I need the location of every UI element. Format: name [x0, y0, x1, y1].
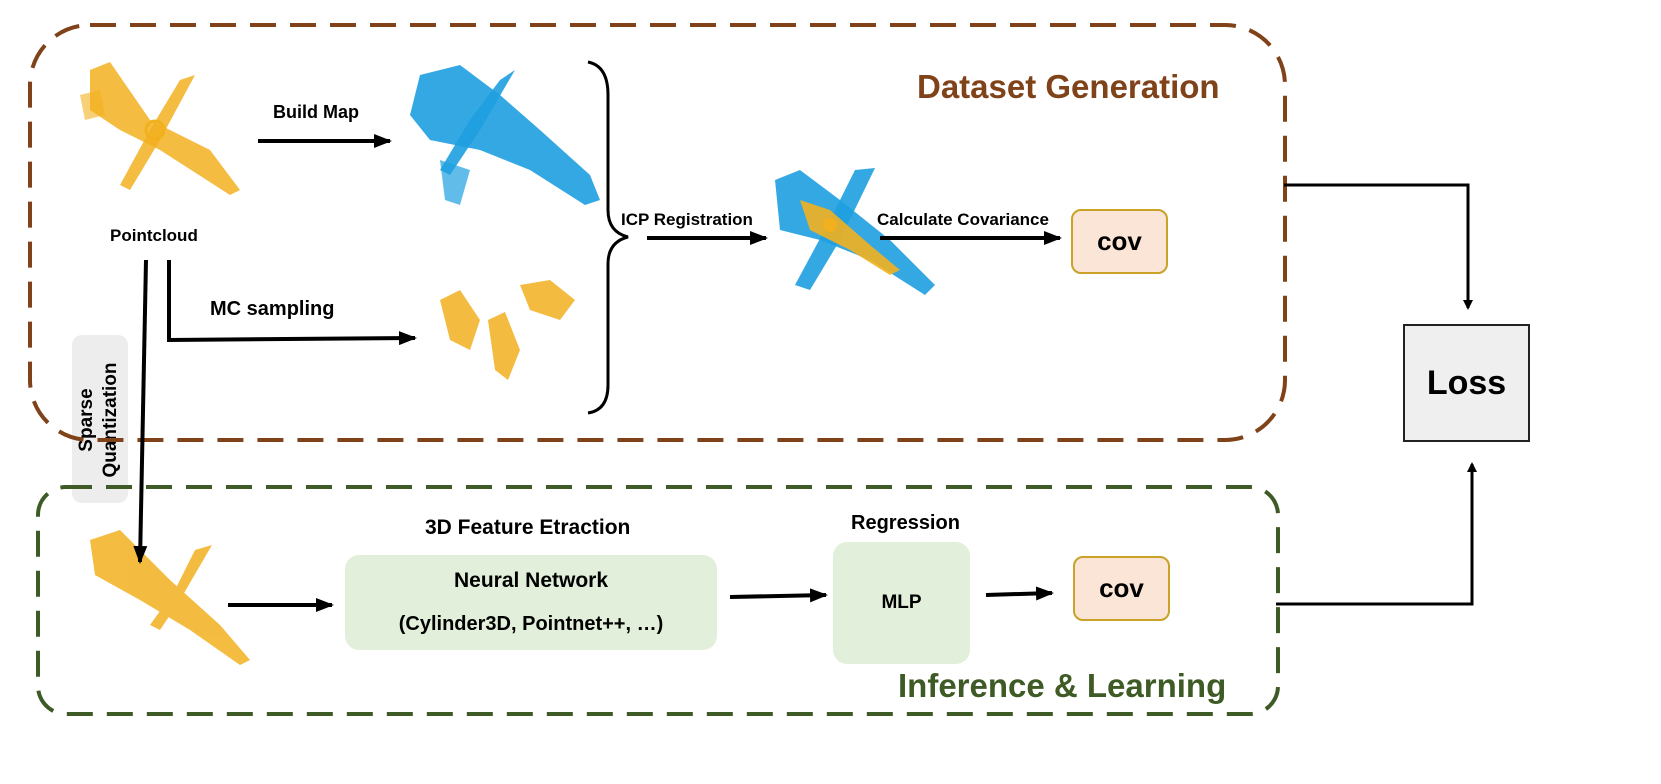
arrow-mc-sampling [167, 260, 417, 346]
cov-prediction-label: cov [1099, 573, 1144, 603]
dataset-generation-title: Dataset Generation [917, 68, 1220, 105]
neural-network-box: Neural Network (Cylinder3D, Pointnet++, … [345, 555, 717, 650]
neural-network-examples: (Cylinder3D, Pointnet++, …) [398, 613, 664, 635]
mlp-label: MLP [881, 592, 922, 613]
arrow-to-mlp [729, 588, 828, 603]
mc-sampling-label: MC sampling [210, 298, 335, 320]
inference-learning-title: Inference & Learning [898, 667, 1227, 704]
arrow-to-cov-bottom [985, 586, 1054, 601]
sparse-quantization-tag [72, 335, 128, 503]
mlp-box: MLP [833, 542, 970, 664]
calculate-covariance-label: Calculate Covariance [877, 210, 1049, 229]
feature-extraction-label: 3D Feature Etraction [425, 516, 631, 539]
arrow-cov-bottom-to-loss [1276, 462, 1477, 606]
regression-label: Regression [851, 512, 960, 534]
mc-sampled-pointclouds [440, 280, 575, 380]
registered-pointcloud-image [775, 168, 935, 295]
input-pointcloud-image [80, 62, 240, 195]
quantized-pointcloud-image [90, 530, 250, 665]
cov-output-label: cov [1097, 226, 1142, 256]
pointcloud-label: Pointcloud [110, 226, 198, 245]
cov-output-box: cov [1071, 209, 1168, 274]
loss-label: Loss [1426, 363, 1507, 402]
loss-box: Loss [1403, 324, 1530, 442]
build-map-label: Build Map [273, 102, 359, 122]
icp-registration-label: ICP Registration [621, 210, 753, 229]
arrow-sparse-quantization [133, 259, 148, 564]
brace [587, 60, 629, 415]
neural-network-title: Neural Network [453, 569, 609, 592]
dataset-generation-border [28, 23, 1287, 442]
cov-prediction-box: cov [1073, 556, 1170, 621]
arrow-cov-top-to-loss [1284, 183, 1473, 310]
built-map-image [410, 65, 600, 205]
